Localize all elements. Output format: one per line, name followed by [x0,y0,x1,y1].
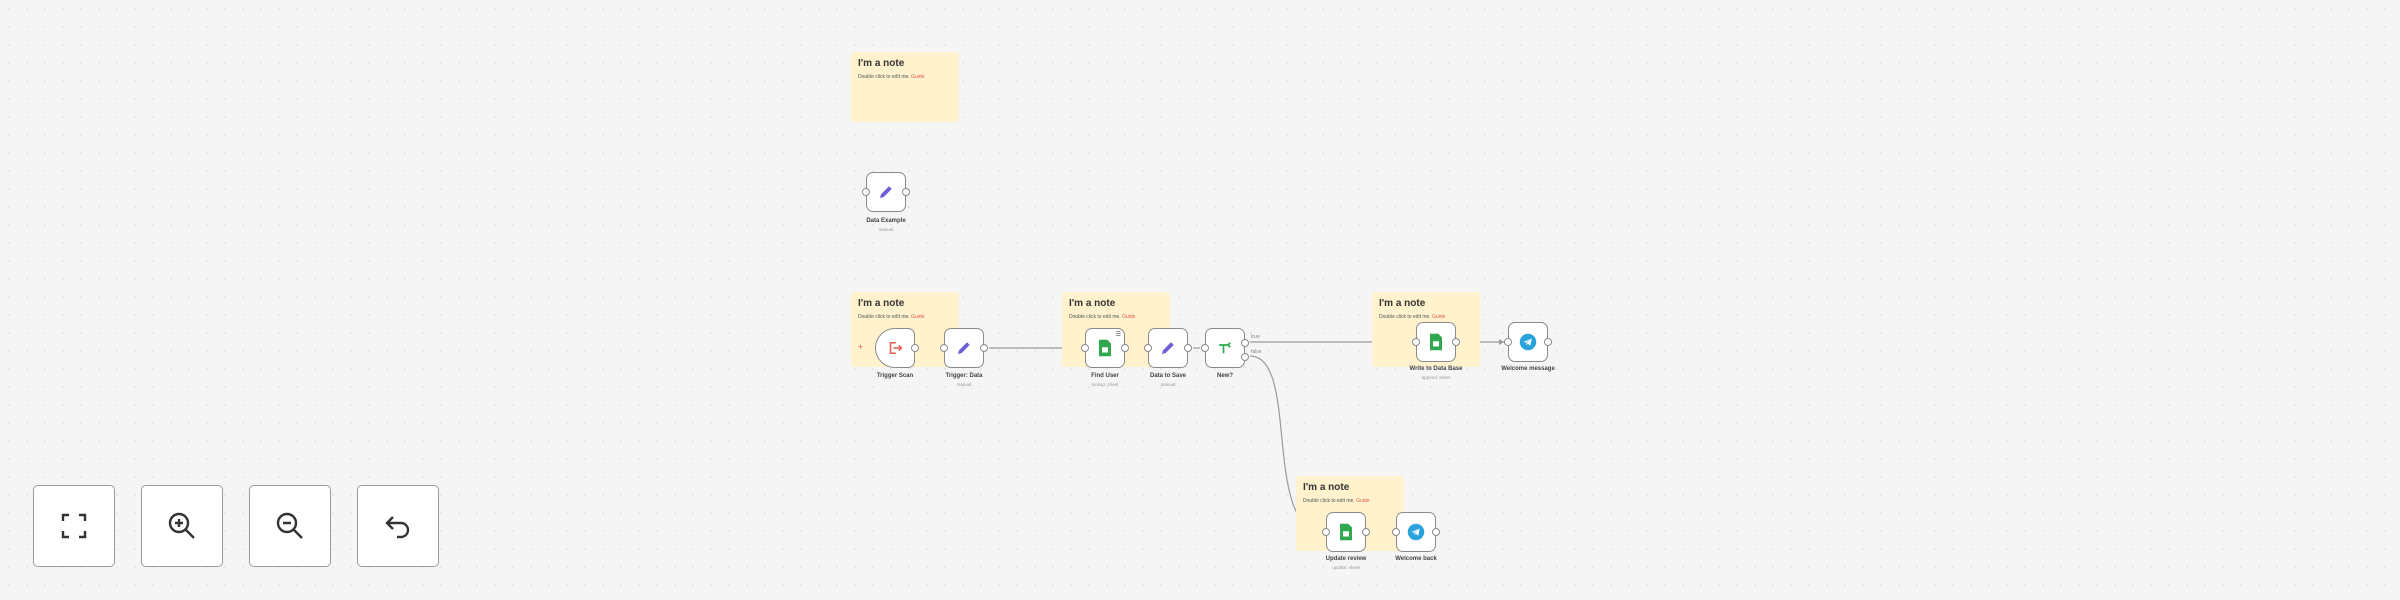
fit-view-button[interactable] [33,485,115,567]
pencil-icon [1162,342,1174,354]
google-sheets-icon [1340,523,1352,541]
trigger-exit-icon [889,342,903,354]
fit-view-icon [61,513,87,539]
output-handle[interactable] [1544,338,1552,346]
sticky-note-body: Double click to edit me. Guide [858,314,925,320]
output-handle[interactable] [1432,528,1440,536]
sticky-note-body: Double click to edit me. Guide [1303,498,1370,504]
input-handle[interactable] [1392,528,1400,536]
node-trigger-scan[interactable] [875,328,919,368]
if-branch-icon [1219,342,1231,354]
branch-label-true: true [1251,334,1260,340]
sticky-note-title: I'm a note [858,298,905,309]
output-handle[interactable] [1452,338,1460,346]
input-handle[interactable] [1081,344,1089,352]
node-label: New? [1216,373,1233,379]
node-welcome-message[interactable] [1504,322,1552,362]
node-subtitle: manual [956,382,972,387]
node-find-user[interactable]: ☰ [1081,328,1129,368]
sticky-note-body: Double click to edit me. Guide [858,74,925,80]
node-subtitle: manual [1160,382,1176,387]
node-write-to-data-base[interactable] [1412,322,1460,362]
checklist-icon: ☰ [1115,332,1121,338]
output-handle[interactable] [1184,344,1192,352]
node-subtitle: update: sheet [1332,565,1360,570]
undo-icon [385,516,410,539]
pencil-icon [880,186,892,198]
pencil-icon [958,342,970,354]
node-trigger-data[interactable] [940,328,988,368]
node-subtitle: manual [878,227,894,232]
zoom-in-icon [168,512,195,539]
zoom-in-button[interactable] [141,485,223,567]
arrow-head [1499,339,1504,345]
input-handle[interactable] [1504,338,1512,346]
node-subtitle: append: sheet [1421,375,1451,380]
input-handle[interactable] [1201,344,1209,352]
node-data-example[interactable] [862,172,910,212]
branch-label-false: false [1251,349,1262,355]
sticky-note-title: I'm a note [1379,298,1426,309]
input-handle[interactable] [862,188,870,196]
zoom-out-button[interactable] [249,485,331,567]
sticky-note[interactable]: I'm a note Double click to edit me. Guid… [851,52,959,122]
node-label: Welcome message [1501,366,1555,372]
node-update-review[interactable] [1322,512,1370,552]
output-handle[interactable] [911,344,919,352]
add-trigger-icon[interactable]: + [858,342,864,352]
output-handle[interactable] [902,188,910,196]
node-label: Data to Save [1149,373,1186,379]
google-sheets-icon [1099,339,1111,357]
node-label: Data Example [866,218,906,224]
node-label: Trigger Scan [876,373,914,379]
google-sheets-icon [1430,333,1442,351]
node-label: Write to Data Base [1409,366,1463,372]
output-handle[interactable] [1121,344,1129,352]
node-label: Welcome back [1395,556,1437,562]
output-handle[interactable] [1362,528,1370,536]
node-data-to-save[interactable] [1144,328,1192,368]
output-handle[interactable] [980,344,988,352]
sticky-note-title: I'm a note [1303,482,1350,493]
node-new-if[interactable] [1201,328,1249,368]
telegram-icon [1519,333,1537,351]
sticky-note-title: I'm a note [1069,298,1116,309]
node-label: Find User [1091,373,1119,379]
input-handle[interactable] [1144,344,1152,352]
sticky-note-body: Double click to edit me. Guide [1069,314,1136,320]
node-label: Update review [1325,556,1367,562]
undo-button[interactable] [357,485,439,567]
output-handle-false[interactable] [1241,353,1249,361]
output-handle-true[interactable] [1241,339,1249,347]
sticky-note-body: Double click to edit me. Guide [1379,314,1446,320]
input-handle[interactable] [1412,338,1420,346]
node-label: Trigger: Data [945,373,983,379]
input-handle[interactable] [1322,528,1330,536]
node-welcome-back[interactable] [1392,512,1440,552]
telegram-icon [1407,523,1425,541]
node-subtitle: lookup: sheet [1091,382,1119,387]
sticky-note-title: I'm a note [858,58,905,69]
zoom-out-icon [276,512,303,539]
input-handle[interactable] [940,344,948,352]
